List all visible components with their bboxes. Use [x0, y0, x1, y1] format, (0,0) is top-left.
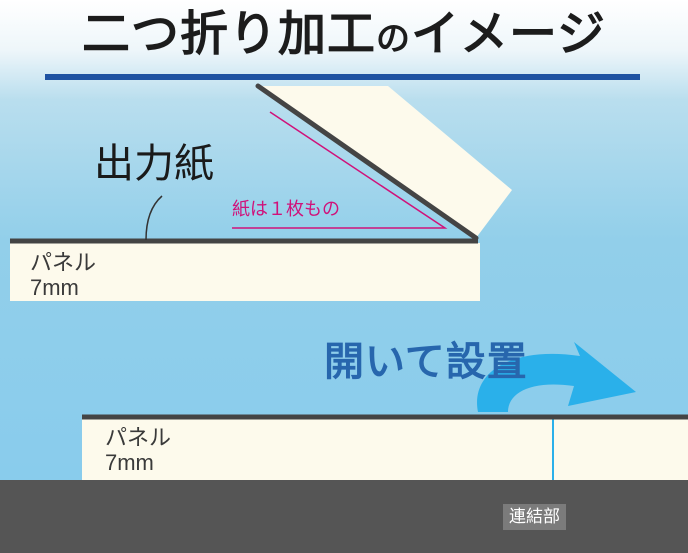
output-paper-leader: [145, 195, 163, 241]
open-install-label: 開いて設置: [324, 339, 528, 385]
page-title: 二つ折り加工のイメージ: [0, 4, 688, 69]
single-sheet-guide: [232, 111, 448, 229]
single-sheet-label: 紙は１枚もの: [232, 199, 340, 220]
panel-top-thickness: 7mm: [30, 275, 79, 300]
title-particle: の: [375, 19, 411, 59]
joint-label: 連結部: [503, 504, 566, 530]
panel-bottom-name: パネル: [105, 425, 172, 450]
output-paper-label: 出力紙: [94, 141, 214, 187]
paper-fold-edge: [255, 83, 479, 241]
base-floor: [0, 480, 688, 553]
open-arrow-icon: [477, 342, 636, 412]
title-tail: イメージ: [410, 6, 607, 62]
panel-top: [10, 243, 480, 301]
folded-paper-flap: [258, 86, 512, 238]
panel-bottom-thickness: 7mm: [105, 450, 154, 475]
title-underline: [45, 74, 640, 80]
panel-bottom-left: [82, 419, 552, 480]
panel-bottom-right: [554, 419, 688, 480]
panel-top-name: パネル: [30, 250, 97, 275]
title-main: 二つ折り加工: [81, 6, 376, 62]
